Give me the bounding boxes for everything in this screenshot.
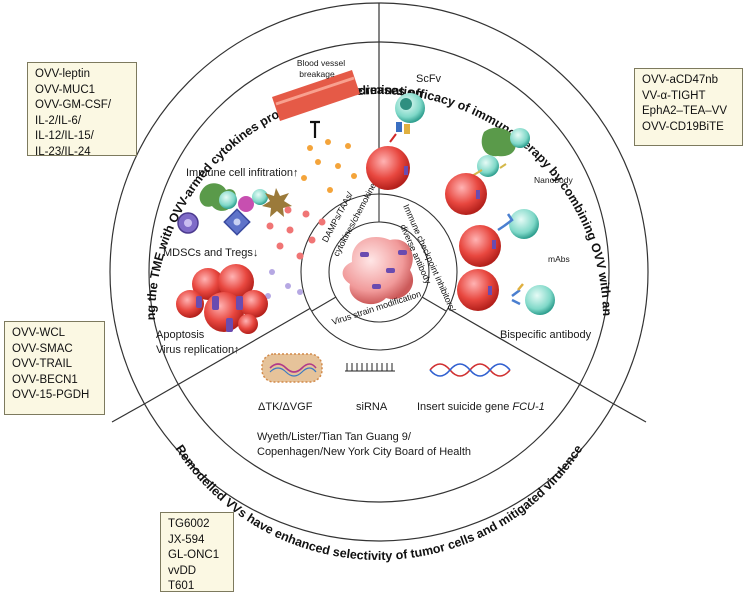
- box-apoptosis-item: OVV-15-PGDH: [12, 389, 90, 402]
- scfv-illustration: [366, 93, 425, 190]
- box-apoptosis-item: OVV-WCL: [12, 327, 66, 339]
- box-strains: TG6002 JX-594 GL-ONC1 vvDD T601: [160, 512, 234, 592]
- nanobody-illustration: [445, 127, 530, 215]
- hub-divider-right: [421, 296, 447, 312]
- immune-cells-cluster: [199, 183, 292, 217]
- box-cytokines: OVV-leptin OVV-MUC1 OVV-GM-CSF/ IL-2/IL-…: [27, 62, 137, 158]
- sector-divider-left: [145, 304, 317, 404]
- label-apoptosis: Apoptosis: [156, 329, 205, 341]
- label-strains-line2: Copenhagen/New York City Board of Health: [257, 446, 471, 458]
- mabs-illustration: [459, 209, 539, 267]
- box-apoptosis-item: OVV-BECN1: [12, 373, 78, 386]
- dots-orange: [301, 139, 357, 193]
- box-cytokines-item: IL-2/IL-6/: [35, 114, 82, 127]
- label-suicide-prefix: Insert suicide gene: [417, 401, 512, 413]
- label-blood-vessel-1: Blood vessel: [297, 58, 345, 68]
- sector-divider-right: [441, 304, 613, 404]
- tumor-mass-center: [342, 236, 414, 305]
- box-apoptosis-item: OVV-TRAIL: [12, 358, 73, 371]
- box-antibodies-item: EphA2–TEA–VV: [642, 105, 728, 118]
- box-cytokines-item: OVV-GM-CSF/: [35, 99, 112, 112]
- label-bispecific: Bispecific antibody: [500, 329, 592, 341]
- box-antibodies-item: VV-α-TIGHT: [642, 89, 706, 102]
- box-apoptosis-item: OVV-SMAC: [12, 342, 73, 355]
- label-mabs: mAbs: [548, 254, 570, 264]
- box-strains-item: vvDD: [168, 564, 197, 577]
- label-sirna: siRNA: [356, 401, 388, 413]
- sirna-icon: [345, 363, 395, 372]
- mdsc-treg-cells: [177, 208, 251, 236]
- dots-pink: [266, 206, 326, 260]
- box-cytokines-item: IL-12/IL-15/: [35, 130, 94, 143]
- outer-divider-left: [111, 402, 147, 423]
- box-antibodies-item: OVV-aCD47nb: [642, 74, 719, 86]
- label-nanobody: Nanobody: [534, 175, 574, 185]
- label-blood-vessel-2: breakage: [299, 69, 335, 79]
- hub-divider-left: [311, 296, 337, 312]
- box-apoptosis: OVV-WCL OVV-SMAC OVV-TRAIL OVV-BECN1 OVV…: [4, 321, 105, 415]
- box-strains-item: TG6002: [168, 518, 210, 530]
- box-antibodies: OVV-aCD47nb VV-α-TIGHT EphA2–TEA–VV OVV-…: [634, 68, 743, 146]
- box-strains-item: T601: [168, 580, 195, 593]
- box-cytokines-item: OVV-MUC1: [35, 83, 96, 96]
- box-antibodies-item: OVV-CD19BiTE: [642, 120, 724, 133]
- blood-vessel-illustration: [272, 70, 360, 138]
- label-strains-line1: Wyeth/Lister/Tian Tan Guang 9/: [257, 431, 412, 443]
- label-virus-replication: Virus replication↑: [156, 344, 240, 356]
- lavender-dots: [265, 269, 303, 299]
- label-mdscs-tregs: MDSCs and Tregs↓: [163, 247, 258, 259]
- label-scfv: ScFv: [416, 73, 442, 85]
- outer-divider-right: [611, 402, 647, 423]
- box-strains-item: GL-ONC1: [168, 549, 220, 562]
- label-dtk: ΔTK/ΔVGF: [258, 401, 313, 413]
- tumor-apoptosis-cluster: [176, 264, 268, 334]
- box-cytokines-item: OVV-leptin: [35, 68, 90, 80]
- label-immune-infiltration: Immune cell infitration↑: [186, 167, 299, 179]
- dna-helix-icon: [429, 363, 511, 377]
- label-suicide-gene-name: FCU-1: [512, 401, 544, 413]
- bispecific-illustration: [457, 269, 555, 315]
- box-cytokines-item: IL-23/IL-24: [35, 145, 91, 158]
- virus-particle-icon: [261, 353, 323, 383]
- box-strains-item: JX-594: [168, 533, 205, 546]
- label-suicide-gene: Insert suicide gene FCU-1: [417, 401, 545, 413]
